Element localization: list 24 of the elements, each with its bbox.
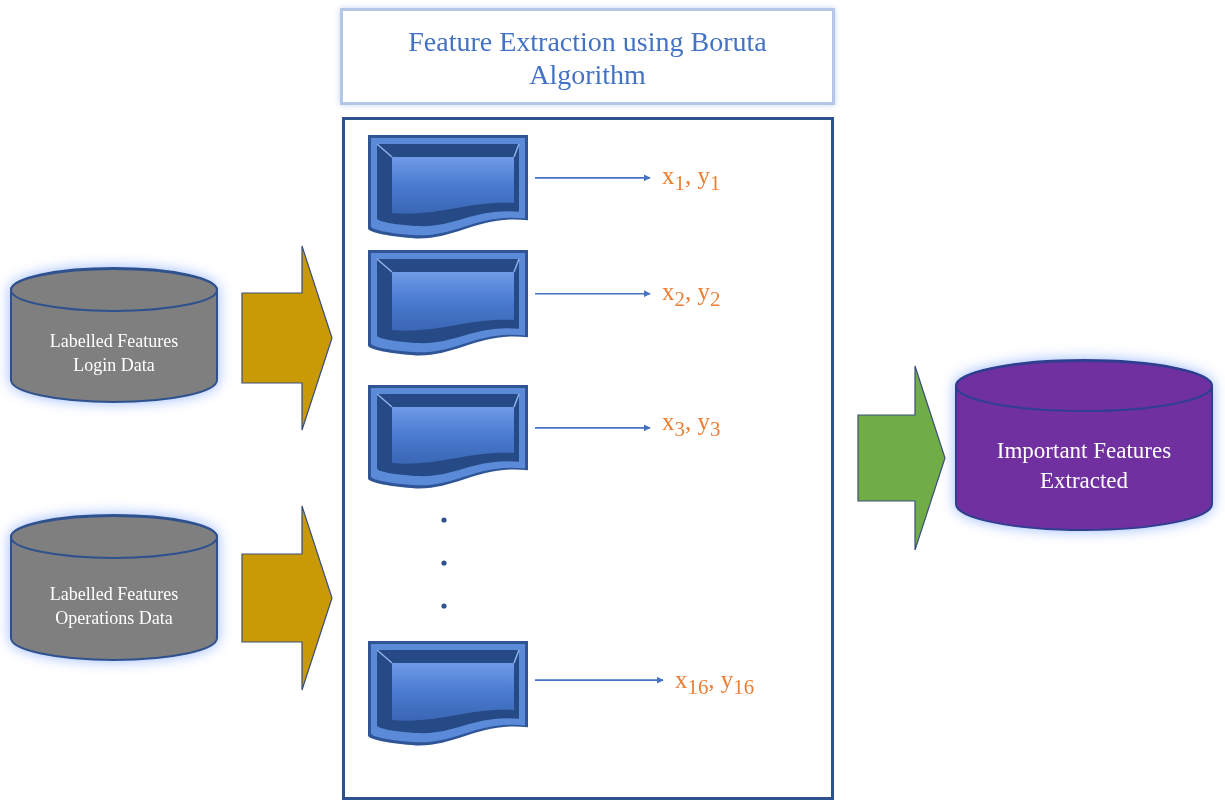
container-box [342, 117, 834, 800]
arrow [534, 676, 664, 684]
document-shape [368, 641, 528, 744]
feature-pair-label: x$_{16}$, y$_{16}$ [675, 665, 755, 701]
feature-pair-label: x$_{2}$, y$_{2}$ [662, 277, 721, 313]
cylinder-label: Labelled Features Operations Data [48, 582, 180, 630]
document-shape [368, 385, 528, 487]
feature-pair-label: x$_{1}$, y$_{1}$ [662, 161, 721, 197]
box-label: Feature Extraction using Boruta Algorithm [407, 25, 768, 91]
cylinder-label: Important Features Extracted [995, 437, 1173, 495]
document-shape [368, 135, 528, 237]
database-cylinder [10, 268, 218, 402]
arrow [534, 424, 651, 432]
database-cylinder [955, 360, 1213, 530]
block-arrow [241, 505, 333, 691]
block-arrow [857, 365, 946, 551]
document-shape [368, 250, 528, 354]
cylinder-label: Labelled Features Login Data [48, 330, 180, 377]
arrow [534, 174, 651, 182]
title-box [340, 8, 835, 105]
feature-pair-label: x$_{3}$, y$_{3}$ [662, 407, 721, 443]
database-cylinder [10, 515, 218, 660]
arrow [534, 290, 651, 298]
block-arrow [241, 245, 333, 431]
